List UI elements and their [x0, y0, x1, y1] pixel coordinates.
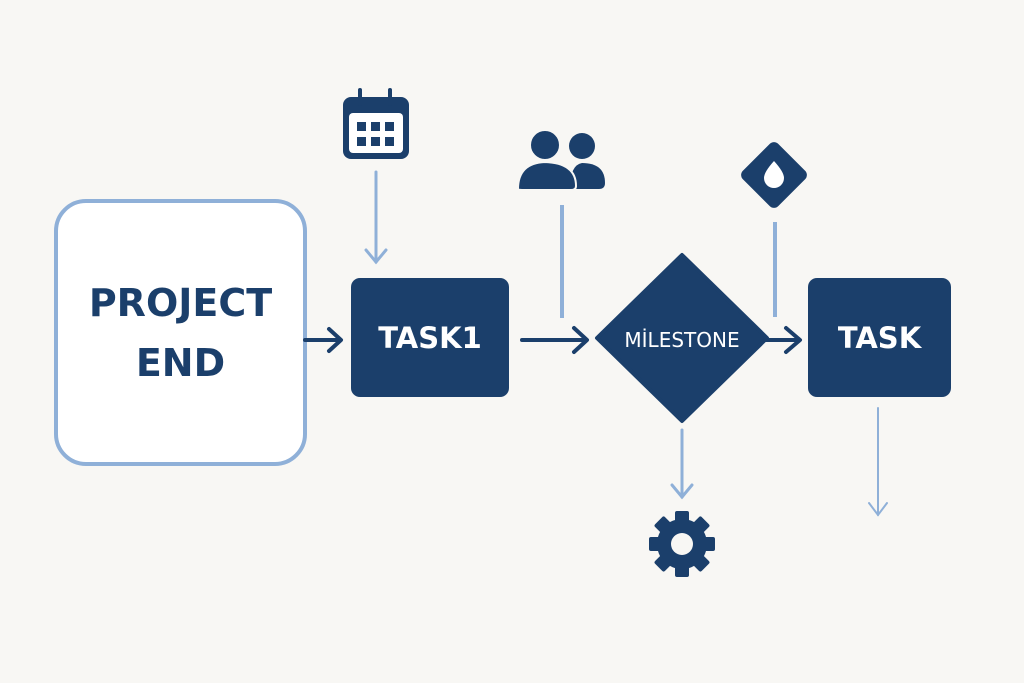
arrow-milestone-to-task	[763, 326, 802, 354]
arrow-calendar-to-task1	[364, 170, 388, 265]
project-end-line1: PROJECT	[88, 280, 273, 325]
diamond-drop-icon	[741, 142, 807, 208]
arrow-milestone-to-gear	[670, 428, 694, 500]
arrow-project-to-task1	[303, 327, 343, 353]
project-end-line2: END	[135, 340, 226, 385]
task1-label: TASK1	[378, 320, 482, 355]
milestone-label: MİLESTONE	[624, 328, 740, 352]
people-icon	[516, 129, 605, 191]
task-box[interactable]	[808, 278, 951, 397]
task-label: TASK	[837, 320, 922, 355]
arrow-task1-to-milestone	[520, 326, 589, 354]
milestone-diamond[interactable]	[595, 253, 769, 423]
calendar-icon	[343, 88, 409, 159]
task1-box[interactable]	[351, 278, 509, 397]
project-end-box[interactable]	[54, 199, 307, 466]
arrow-task-down	[868, 407, 888, 517]
gear-icon	[649, 511, 715, 577]
project-end-label: PROJECT END	[56, 201, 305, 464]
